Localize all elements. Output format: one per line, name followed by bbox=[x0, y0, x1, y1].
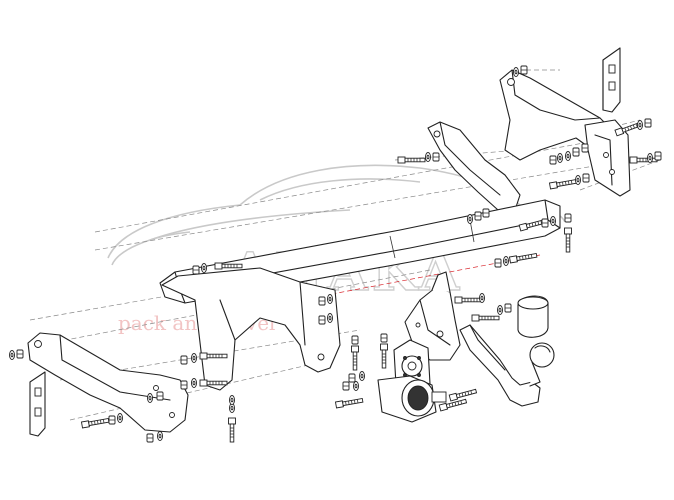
tow-ball-neck bbox=[459, 324, 555, 407]
tow-ball-cap bbox=[517, 295, 549, 338]
right-vertical-plate bbox=[602, 47, 621, 113]
hitch-mounting-plate bbox=[404, 271, 461, 361]
inner-right-bracket bbox=[427, 121, 521, 211]
electrical-socket bbox=[377, 375, 447, 423]
right-mounting-bracket bbox=[499, 69, 631, 197]
left-outer-plate bbox=[27, 332, 189, 433]
left-mounting-bracket bbox=[161, 267, 341, 391]
left-vertical-plate bbox=[29, 371, 46, 437]
